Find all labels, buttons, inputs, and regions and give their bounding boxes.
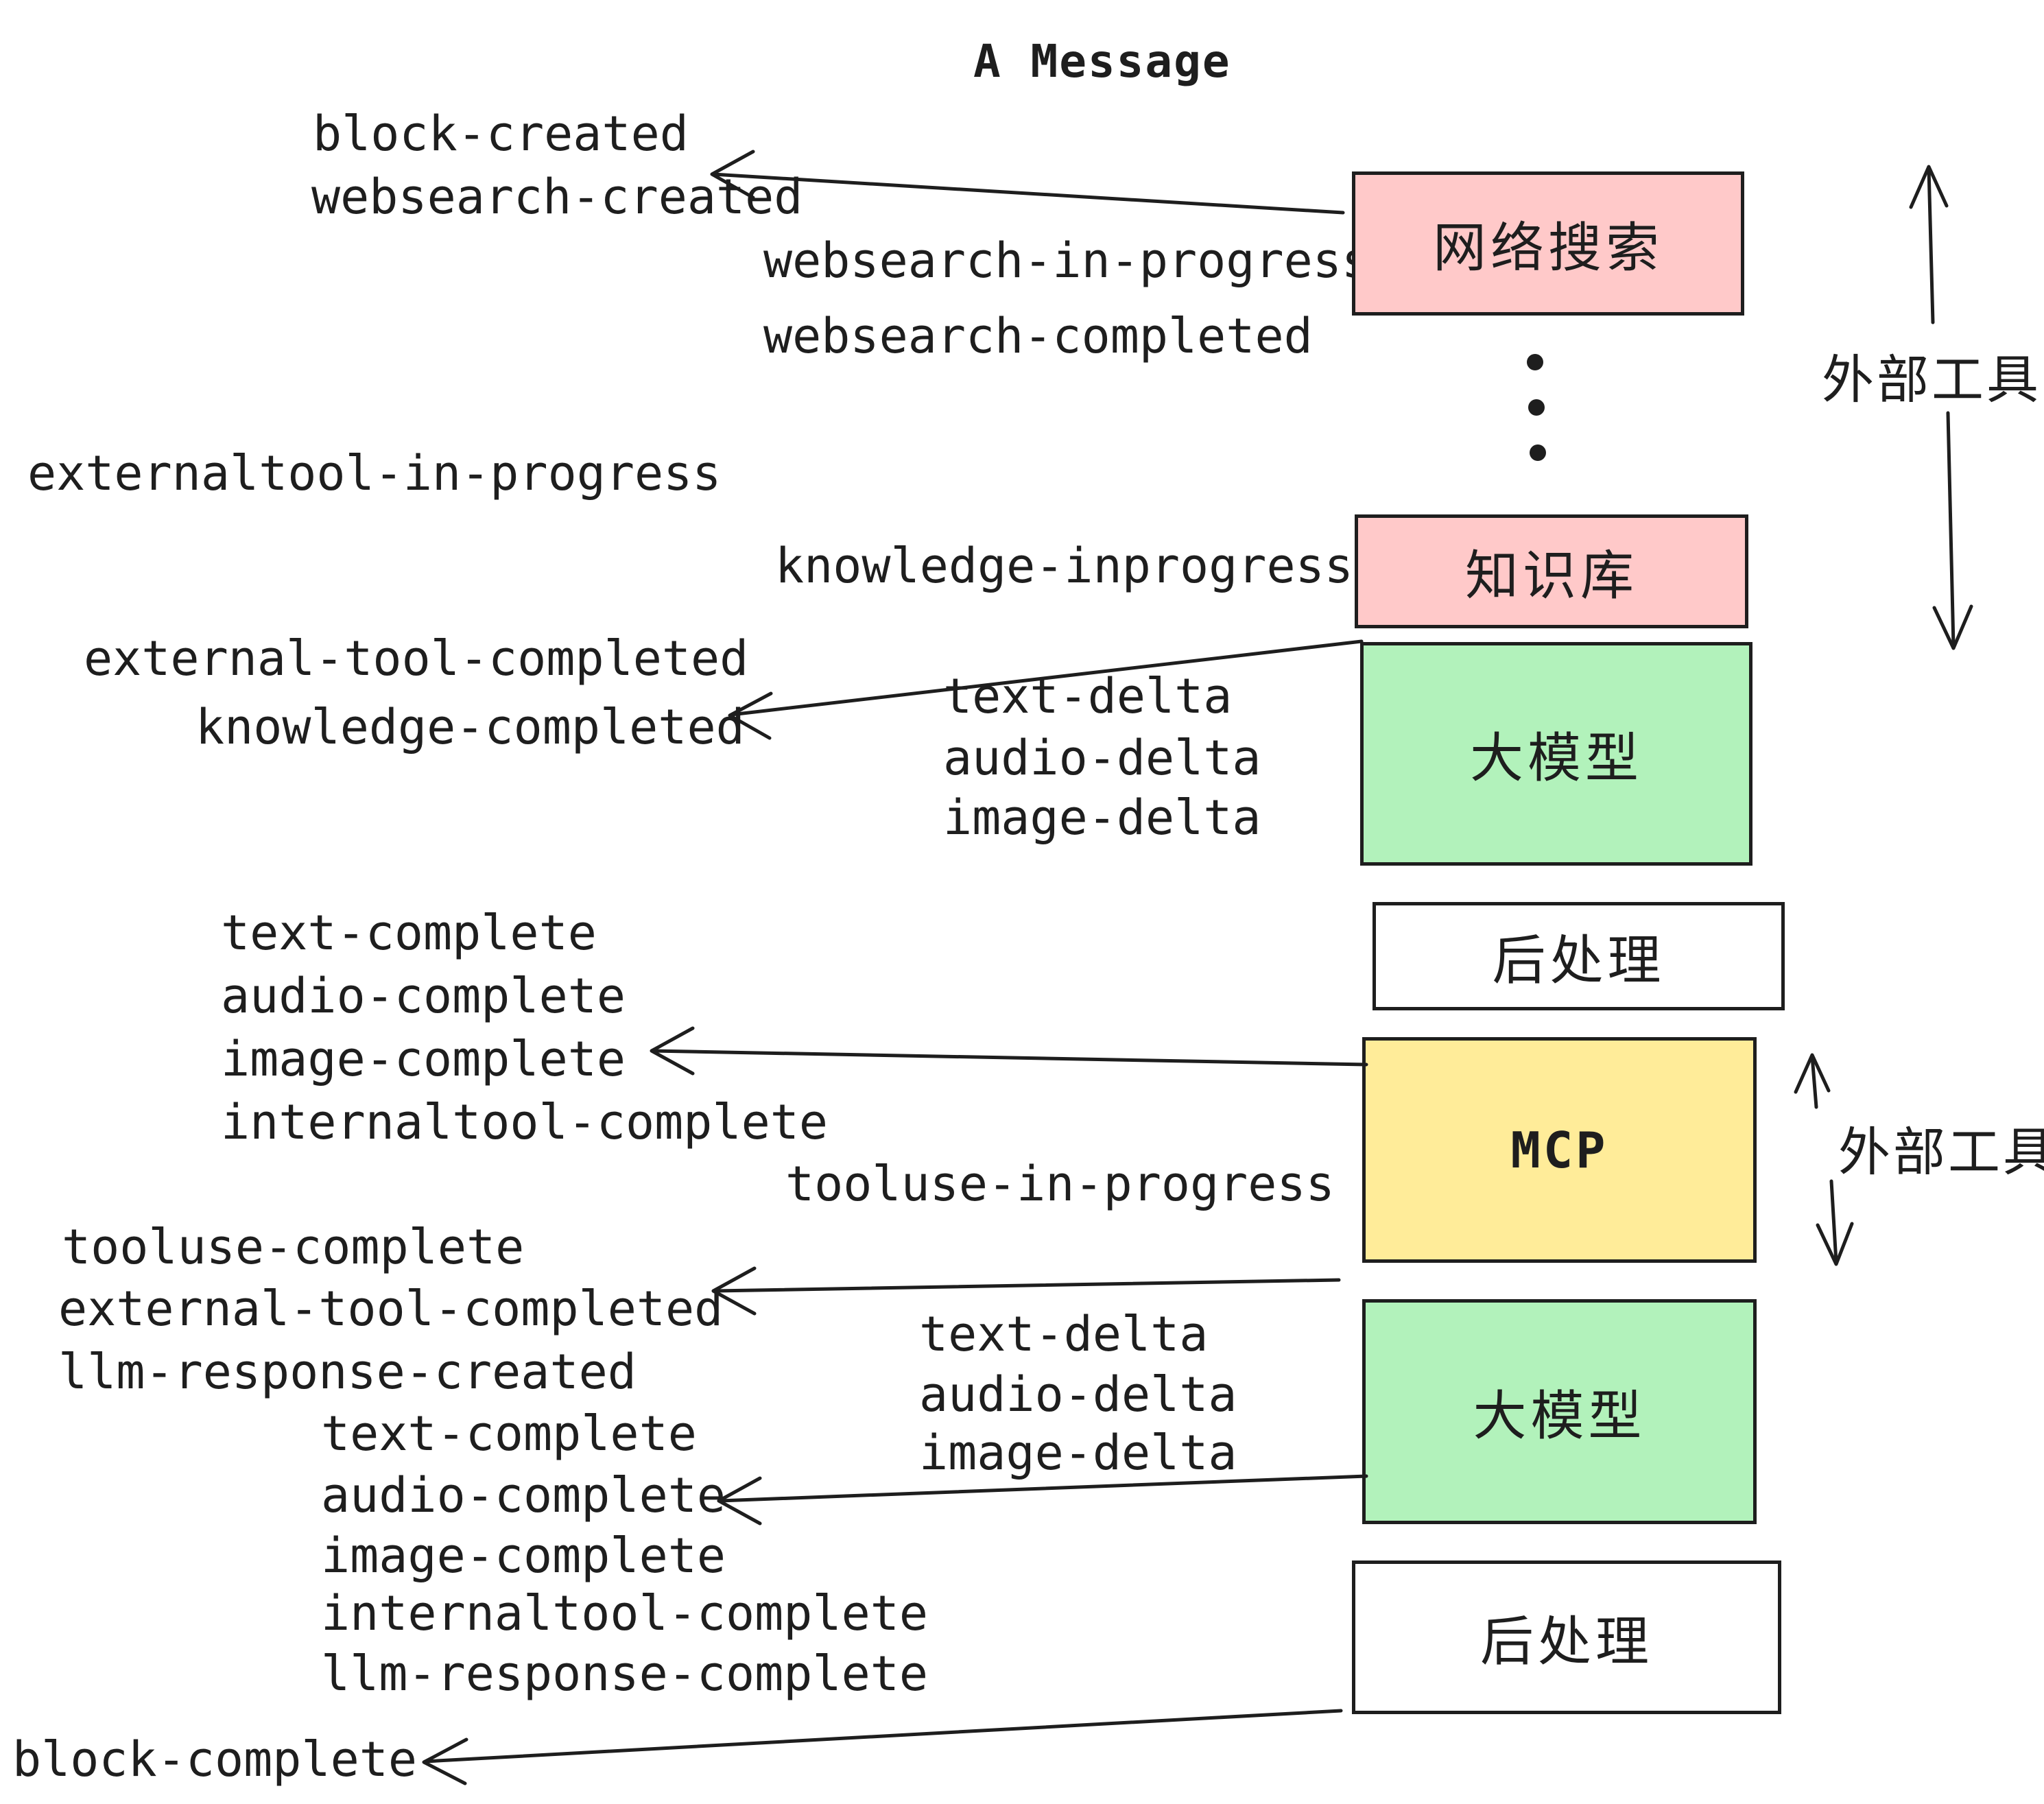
event-internaltool-complete-1: internaltool-complete: [221, 1094, 829, 1150]
ellipsis-dot-1: [1527, 354, 1543, 370]
arrow-external-tools-top-up: [1927, 166, 1935, 324]
arrow-block-complete-head: [422, 1737, 468, 1785]
event-text-complete-1: text-complete: [221, 905, 597, 961]
event-external-tool-completed-2: external-tool-completed: [58, 1281, 724, 1337]
event-audio-delta-1: audio-delta: [943, 730, 1261, 786]
event-llm-response-created: llm-response-created: [58, 1344, 637, 1400]
event-llm-response-complete: llm-response-complete: [321, 1646, 929, 1702]
event-websearch-in-progress: websearch-in-progress: [763, 233, 1371, 289]
event-audio-complete-2: audio-complete: [321, 1467, 726, 1523]
box-llm-2-label: 大模型: [1473, 1386, 1646, 1447]
box-llm-2: 大模型: [1362, 1299, 1757, 1524]
event-image-delta-1: image-delta: [943, 790, 1261, 846]
arrow-external-tools-mid-down-head: [1816, 1222, 1854, 1266]
box-llm-1-label: 大模型: [1469, 728, 1643, 790]
arrow-block-complete: [423, 1709, 1343, 1764]
event-text-complete-2: text-complete: [321, 1405, 697, 1462]
arrow-external-tools-top-down-head: [1932, 604, 1973, 650]
label-external-tools-mid: 外部工具: [1838, 1121, 2044, 1183]
ellipsis-dot-2: [1528, 399, 1545, 416]
box-postprocess-2: 后处理: [1352, 1560, 1781, 1714]
event-audio-complete-1: audio-complete: [221, 968, 626, 1024]
event-websearch-created: websearch-created: [311, 169, 803, 225]
arrow-image-complete-head: [650, 1026, 695, 1076]
box-knowledge-label: 知识库: [1464, 545, 1638, 607]
event-image-complete-2: image-complete: [321, 1528, 726, 1584]
event-text-delta-1: text-delta: [943, 668, 1233, 724]
arrow-external-tools-mid-up-head: [1794, 1053, 1831, 1094]
arrow-external-tools-mid-down: [1829, 1179, 1838, 1264]
event-image-complete-1: image-complete: [221, 1031, 626, 1087]
ellipsis-dot-3: [1530, 444, 1546, 461]
box-websearch-label: 网络搜索: [1432, 217, 1663, 279]
arrow-external-tools-top-up-head: [1909, 165, 1949, 209]
box-postprocess-1: 后处理: [1372, 902, 1785, 1010]
event-block-created: block-created: [313, 106, 689, 162]
label-external-tools-top: 外部工具: [1822, 349, 2041, 410]
box-postprocess-2-label: 后处理: [1479, 1611, 1653, 1673]
event-image-delta-2: image-delta: [919, 1425, 1237, 1481]
box-websearch: 网络搜索: [1352, 171, 1744, 316]
arrow-tooluse-complete: [713, 1278, 1341, 1293]
event-knowledge-completed: knowledge-completed: [195, 699, 745, 755]
event-websearch-completed: websearch-completed: [763, 308, 1313, 364]
box-mcp-label: MCP: [1510, 1121, 1608, 1179]
event-knowledge-inprogress: knowledge-inprogress: [775, 538, 1353, 594]
page-title: A Message: [973, 35, 1231, 88]
event-tooluse-complete: tooluse-complete: [62, 1219, 525, 1275]
event-audio-delta-2: audio-delta: [919, 1366, 1237, 1423]
arrow-image-complete: [651, 1049, 1368, 1067]
arrow-external-tools-mid-up: [1810, 1054, 1818, 1109]
box-postprocess-1-label: 后处理: [1492, 930, 1665, 992]
event-external-tool-completed-1: external-tool-completed: [84, 630, 749, 687]
box-mcp: MCP: [1362, 1037, 1757, 1263]
arrow-external-tools-top-down: [1946, 411, 1956, 648]
box-knowledge: 知识库: [1355, 514, 1748, 628]
event-externaltool-in-progress: externaltool-in-progress: [27, 445, 722, 501]
event-tooluse-in-progress: tooluse-in-progress: [785, 1156, 1335, 1212]
event-block-complete: block-complete: [12, 1731, 418, 1788]
box-llm-1: 大模型: [1360, 642, 1752, 866]
arrow-websearch-created: [711, 172, 1345, 215]
event-text-delta-2: text-delta: [919, 1306, 1209, 1362]
event-internaltool-complete-2: internaltool-complete: [321, 1585, 929, 1641]
